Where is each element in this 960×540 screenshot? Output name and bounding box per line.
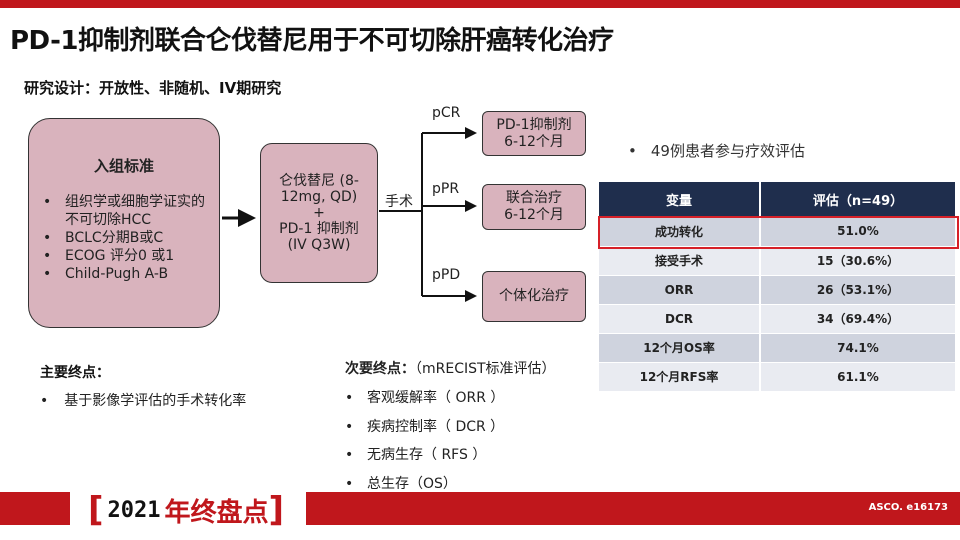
ppd-label: pPD [432,267,461,283]
top-accent-bar [0,0,960,8]
table-row: 成功转化 51.0% [599,217,955,247]
pcr-treatment-box: PD-1抑制剂 6-12个月 [482,111,586,156]
inclusion-criteria-title: 入组标准 [93,157,154,175]
table-row: 12个月OS率 74.1% [599,333,955,363]
table-cell-value: 74.1% [760,333,955,363]
evaluation-note: • 49例患者参与疗效评估 [628,140,805,161]
bullet-icon: • [40,393,49,409]
results-table: 变量 评估（n=49） 成功转化 51.0% 接受手术 15（30.6%） OR… [599,182,955,392]
ppr-treatment-box: 联合治疗 6-12个月 [482,184,586,230]
logo-year: 2021 [107,497,161,523]
surgery-label: 手术 [385,194,413,210]
logo-bracket-right: ] [268,490,285,530]
logo-bracket-left: [ [88,490,104,530]
secondary-endpoint-heading: 次要终点：（mRECIST标准评估） [345,358,556,378]
inclusion-item: Child-Pugh A-B [43,265,215,283]
inclusion-item: ECOG 评分0 或1 [43,247,215,265]
inclusion-item: BCLC分期B或C [43,229,215,247]
primary-endpoint-item: • 基于影像学评估的手术转化率 [40,390,246,410]
primary-endpoint-title: 主要终点： [40,365,110,381]
study-design-subtitle: 研究设计：开放性、非随机、IV期研究 [24,79,282,97]
secondary-endpoint-item: 客观缓解率（ ORR ） [345,384,504,413]
table-row: 接受手术 15（30.6%） [599,246,955,276]
table-header-variable: 变量 [599,182,761,217]
treatment-line: + [313,205,325,221]
table-cell-value: 26（53.1%） [760,275,955,305]
inclusion-criteria-list: 组织学或细胞学证实的不可切除HCC BCLC分期B或C ECOG 评分0 或1 … [43,193,215,283]
primary-endpoint-text: 基于影像学评估的手术转化率 [64,393,247,409]
ppd-treatment-box: 个体化治疗 [482,271,586,322]
table-cell-variable: 12个月OS率 [599,333,761,363]
secondary-endpoint-item: 疾病控制率（ DCR ） [345,413,504,442]
table-header-evaluation: 评估（n=49） [760,182,955,217]
treatment-line: 仑伐替尼 (8- [279,173,359,189]
table-cell-value: 34（69.4%） [760,304,955,334]
year-end-logo: [ 2021 年终盘点 ] [88,490,284,530]
arm-line: 6-12个月 [504,133,564,150]
treatment-line: (IV Q3W) [287,237,351,253]
table-cell-value: 51.0% [760,217,955,247]
logo-backdrop [70,486,306,534]
secondary-endpoint-item: 总生存（OS） [345,470,504,499]
table-cell-variable: 接受手术 [599,246,761,276]
arm-line: 个体化治疗 [499,288,569,304]
secondary-endpoint-title: 次要终点： [345,361,415,377]
inclusion-item: 组织学或细胞学证实的不可切除HCC [43,193,215,229]
table-cell-variable: 12个月RFS率 [599,362,761,392]
bullet-icon: • [628,142,637,160]
table-row: ORR 26（53.1%） [599,275,955,305]
table-cell-variable: ORR [599,275,761,305]
table-header-row: 变量 评估（n=49） [599,182,955,217]
pcr-label: pCR [432,105,461,121]
slide-title: PD-1抑制剂联合仑伐替尼用于不可切除肝癌转化治疗 [10,26,614,56]
arm-line: PD-1抑制剂 [496,116,572,133]
evaluation-note-text: 49例患者参与疗效评估 [650,142,805,160]
highlight-frame [598,216,959,249]
secondary-endpoint-item: 无病生存（ RFS ） [345,441,504,470]
ppr-label: pPR [432,181,460,197]
logo-word: 年终盘点 [164,497,269,528]
treatment-regimen-box: 仑伐替尼 (8- 12mg, QD) + PD-1 抑制剂 (IV Q3W) [260,143,378,283]
table-cell-variable: 成功转化 [599,217,761,247]
arm-line: 6-12个月 [504,207,564,223]
table-row: DCR 34（69.4%） [599,304,955,334]
treatment-line: PD-1 抑制剂 [279,221,359,237]
table-row: 12个月RFS率 61.1% [599,362,955,392]
inclusion-criteria-box: 入组标准 组织学或细胞学证实的不可切除HCC BCLC分期B或C ECOG 评分… [28,118,220,328]
citation: ASCO. e16173 [868,502,948,513]
table-cell-value: 61.1% [760,362,955,392]
secondary-endpoint-note: （mRECIST标准评估） [415,361,556,377]
table-cell-value: 15（30.6%） [760,246,955,276]
arm-line: 联合治疗 [506,190,562,206]
treatment-line: 12mg, QD) [280,189,358,205]
secondary-endpoint-list: 客观缓解率（ ORR ） 疾病控制率（ DCR ） 无病生存（ RFS ） 总生… [345,384,504,498]
table-cell-variable: DCR [599,304,761,334]
